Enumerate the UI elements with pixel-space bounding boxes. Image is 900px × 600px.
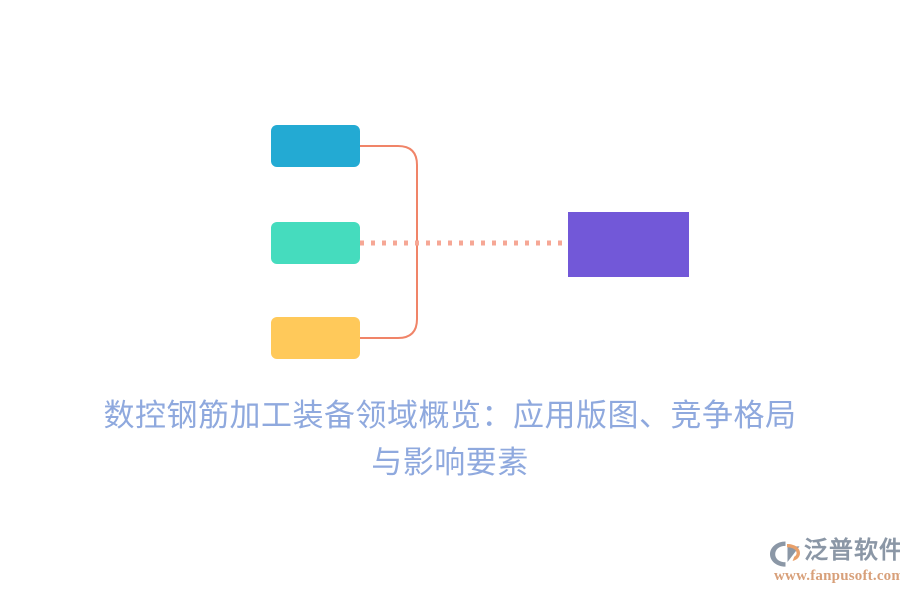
fanpu-swoosh-logo-mark-icon xyxy=(770,541,800,567)
diagram-node-purple[interactable] xyxy=(568,212,689,277)
connector-blue-to-hub xyxy=(359,145,418,243)
page-title: 数控钢筋加工装备领域概览：应用版图、竞争格局 与影响要素 xyxy=(103,398,797,480)
diagram-node-teal[interactable] xyxy=(271,222,360,264)
diagram-connectors xyxy=(359,145,568,339)
brand-logo[interactable]: 泛普软件 www.fanpusoft.com xyxy=(768,536,900,588)
diagram-node-blue[interactable] xyxy=(271,125,360,167)
flow-diagram xyxy=(271,125,689,359)
brand-url: www.fanpusoft.com xyxy=(774,568,900,584)
brand-name: 泛普软件 xyxy=(804,537,900,564)
diagram-node-yellow[interactable] xyxy=(271,317,360,359)
connector-yellow-to-hub xyxy=(359,241,418,339)
